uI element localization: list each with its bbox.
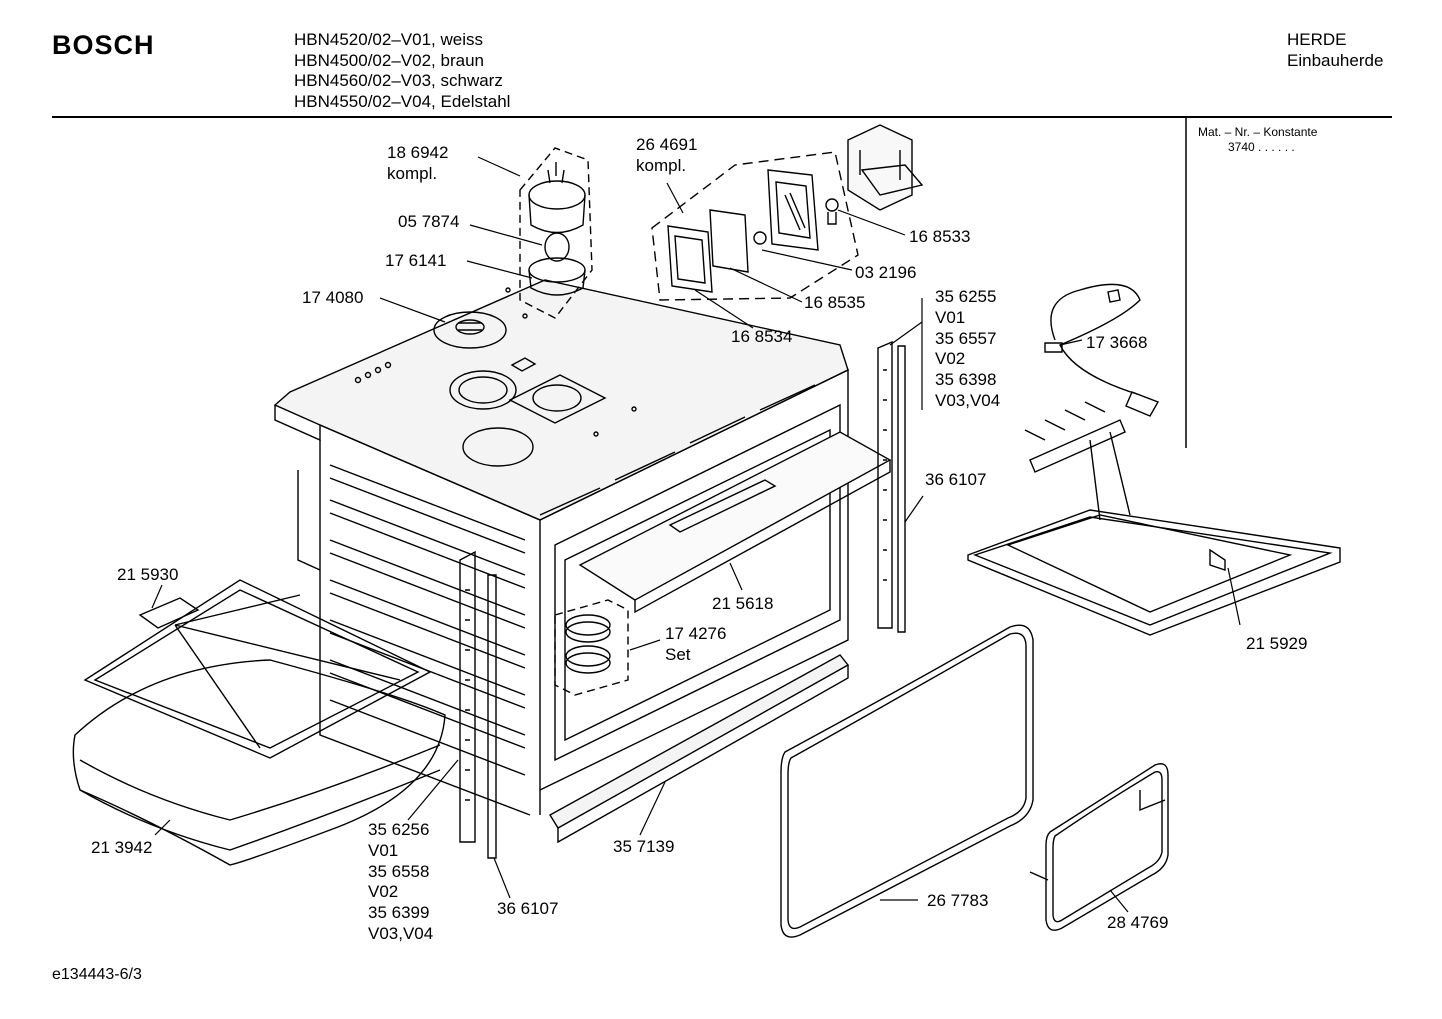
- part-number: 17 4276: [665, 624, 727, 643]
- part-number: 28 4769: [1107, 913, 1169, 932]
- part-number: 21 5618: [712, 594, 774, 613]
- part-label-35-6256: 35 6256 V01 35 6558 V02 35 6399 V03,V04: [368, 820, 433, 945]
- part-number: 36 6107: [497, 899, 559, 918]
- model-line: HBN4500/02–V02, braun: [294, 50, 484, 70]
- part-variant: V03,V04: [368, 923, 434, 943]
- part-label-16-8533: 16 8533: [909, 227, 970, 248]
- part-number: 16 8535: [804, 293, 866, 312]
- category-line: Einbauherde: [1287, 50, 1384, 70]
- part-label-36-6107-left: 36 6107: [497, 899, 558, 920]
- oven-body: [273, 279, 849, 816]
- part-number: 35 6399: [368, 903, 430, 923]
- switch-assembly: [519, 147, 593, 319]
- part-number: 21 5930: [117, 565, 179, 584]
- category-line: HERDE: [1287, 30, 1347, 49]
- model-list: HBN4520/02–V01, weiss HBN4500/02–V02, br…: [294, 30, 510, 112]
- side-seal-left: [459, 550, 497, 859]
- part-label-17-4276: 17 4276 Set: [665, 624, 726, 666]
- fan-cover: [433, 311, 507, 349]
- bottom-front-rail: [549, 654, 850, 844]
- part-label-17-4080: 17 4080: [302, 288, 363, 309]
- material-number-key: Mat. – Nr. – Konstante 3740 . . . . . .: [1198, 125, 1317, 155]
- part-note: kompl.: [636, 155, 687, 175]
- part-number: 35 6256: [368, 820, 430, 839]
- part-label-21-3942: 21 3942: [91, 838, 152, 859]
- model-line: HBN4520/02–V01, weiss: [294, 30, 484, 49]
- brand-logo: BOSCH: [52, 30, 155, 60]
- part-number: 35 6557: [935, 328, 997, 348]
- part-number: 35 6255: [935, 287, 997, 306]
- ring-heating-element: [83, 579, 432, 759]
- part-label-17-6141: 17 6141: [385, 251, 446, 272]
- insulation-mat: [72, 659, 446, 866]
- part-number: 18 6942: [387, 143, 449, 162]
- part-number: 35 6558: [368, 861, 430, 881]
- part-label-35-7139: 35 7139: [613, 837, 674, 858]
- leader-lines: [151, 156, 1241, 913]
- part-number: 05 7874: [398, 212, 460, 231]
- fan-set: [554, 599, 629, 696]
- part-number: 16 8533: [909, 227, 971, 246]
- part-note: kompl.: [387, 163, 438, 183]
- part-label-21-5618: 21 5618: [712, 594, 773, 615]
- part-number: 36 6107: [925, 470, 987, 489]
- part-label-16-8535: 16 8535: [804, 293, 865, 314]
- part-number: 21 5929: [1246, 634, 1308, 653]
- part-label-03-2196: 03 2196: [855, 263, 916, 284]
- part-number: 21 3942: [91, 838, 153, 857]
- part-number: 16 8534: [731, 327, 793, 346]
- mat-key-value: 3740 . . . . . .: [1228, 140, 1295, 154]
- mat-key-label: Mat. – Nr. – Konstante: [1198, 125, 1318, 139]
- lamp-assembly: [651, 124, 924, 301]
- part-variant: V01: [935, 307, 966, 327]
- upper-heating-element: [967, 401, 1341, 636]
- part-label-16-8534: 16 8534: [731, 327, 792, 348]
- part-number: 35 7139: [613, 837, 675, 856]
- part-label-17-3668: 17 3668: [1086, 333, 1147, 354]
- part-label-21-5930: 21 5930: [117, 565, 178, 586]
- temperature-sensor: [1044, 283, 1160, 417]
- part-label-26-4691: 26 4691 kompl.: [636, 135, 697, 177]
- part-number: 17 4080: [302, 288, 364, 307]
- front-top-panel: [578, 431, 892, 614]
- part-number: 17 6141: [385, 251, 447, 270]
- part-label-35-6255: 35 6255 V01 35 6557 V02 35 6398 V03,V04: [935, 287, 1000, 412]
- drawing-code: e134443-6/3: [52, 966, 142, 983]
- product-category: HERDE Einbauherde: [1287, 30, 1383, 71]
- model-line: HBN4560/02–V03, schwarz: [294, 71, 503, 90]
- model-line: HBN4550/02–V04, Edelstahl: [294, 91, 511, 111]
- part-label-36-6107-right: 36 6107: [925, 470, 986, 491]
- part-label-26-7783: 26 7783: [927, 891, 988, 912]
- part-label-28-4769: 28 4769: [1107, 913, 1168, 934]
- inner-door-seal: [1029, 763, 1169, 931]
- part-note: Set: [665, 644, 691, 664]
- part-variant: V03,V04: [935, 390, 1001, 410]
- part-variant: V02: [935, 349, 966, 369]
- part-number: 35 6398: [935, 370, 997, 390]
- part-number: 26 4691: [636, 135, 698, 154]
- part-label-18-6942: 18 6942 kompl.: [387, 143, 448, 185]
- part-label-05-7874: 05 7874: [398, 212, 459, 233]
- part-variant: V02: [368, 882, 399, 902]
- side-seal-right: [877, 340, 906, 633]
- part-number: 17 3668: [1086, 333, 1148, 352]
- part-variant: V01: [368, 840, 399, 860]
- part-number: 03 2196: [855, 263, 917, 282]
- part-label-21-5929: 21 5929: [1246, 634, 1307, 655]
- part-number: 26 7783: [927, 891, 989, 910]
- door-seal: [780, 624, 1034, 938]
